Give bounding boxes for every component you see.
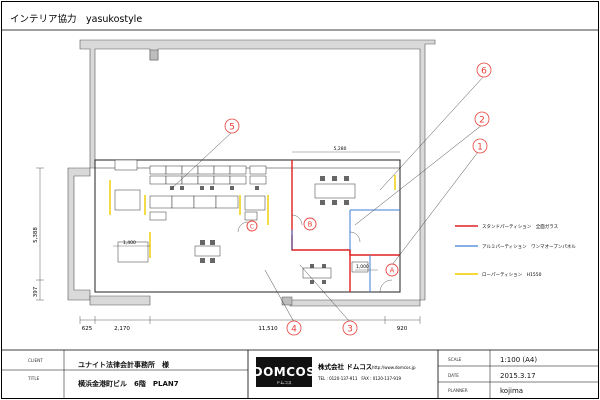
planner-label: PLANNER [448,388,468,393]
company-name: 株式会社 ドムコス [318,362,372,371]
dim-left-upper: 5,388 [33,227,39,243]
dim-1400: 1,400 [123,240,136,246]
dim-625: 625 [82,326,93,332]
floor-plan: 5,280 1,400 1,000 5,388 397 625 2,170 11… [33,39,576,336]
marker-a-label: A [390,267,395,275]
callout-2: 2 [474,111,490,127]
planner-value: kojima [500,387,523,395]
title-value: 横浜金港町ビル 6階 PLAN7 [78,379,179,388]
callout-2-label: 2 [479,116,485,126]
inner-dimension-lines [113,151,400,271]
dim-room-width: 5,280 [334,146,347,152]
dim-2170: 2,170 [114,326,130,332]
dim-left-lower: 397 [33,286,39,297]
title-block: CLIENT ユナイト法律会計事務所 様 TITLE 横浜金港町ビル 6階 PL… [2,349,598,398]
callout-6-label: 6 [481,67,487,77]
marker-b: B [303,217,317,231]
column-mid [281,296,293,306]
aluminum-partitions [291,209,400,292]
door-swings [237,214,393,293]
meeting-tables [117,183,369,279]
office-outline [94,159,401,293]
legend-label-glass: スタンドパーティション 全面ガラス [482,223,559,230]
legend: スタンドパーティション 全面ガラス アルミパーティション ワンマオープンパネル … [455,223,576,278]
callout-1: 1 [472,138,488,154]
callout-3: 3 [342,320,358,336]
date-label: DATE [448,373,459,378]
dim-920: 920 [397,326,408,332]
callout-1-label: 1 [477,143,483,153]
column-top-left [149,49,159,61]
company-logo: DOMCOS [253,365,316,379]
marker-a: A [385,263,399,277]
company-tel: TEL : 0120-137-911 FAX : 0120-137-919 [317,376,402,381]
exterior-wall-left [67,167,91,301]
legend-label-low: ローパーティション H1550 [482,272,542,278]
scale-value: 1:100 (A4) [500,356,537,364]
callout-5: 5 [224,118,240,134]
legend-label-aluminum: アルミパーティション ワンマオープンパネル [482,244,576,250]
callout-4: 4 [286,320,302,336]
outer-dimension-lines [36,167,421,324]
title-label: TITLE [27,376,40,381]
callout-5-label: 5 [229,123,235,133]
dim-1000: 1,000 [356,264,369,270]
callout-4-label: 4 [291,325,297,335]
company-logo-sub: ドムコス [276,380,291,385]
office-desks [114,159,267,221]
leader-lines [169,75,485,323]
scale-label: SCALE [448,357,462,362]
page-title: インテリア協力 yasukostyle [10,13,142,25]
date-value: 2015.3.17 [500,372,536,380]
callout-3-label: 3 [347,325,353,335]
company-logo-box [256,357,312,387]
exterior-wall-bottom [89,295,421,307]
low-partitions [109,175,396,258]
client-label: CLIENT [28,358,43,363]
marker-c: C [246,220,258,232]
callout-6: 6 [476,62,492,78]
company-url: http://www.domcos.jp [372,365,416,370]
marker-b-label: B [308,221,313,229]
client-value: ユナイト法律会計事務所 様 [78,360,170,369]
dim-11510: 11,510 [258,326,278,332]
marker-c-label: C [250,223,254,230]
